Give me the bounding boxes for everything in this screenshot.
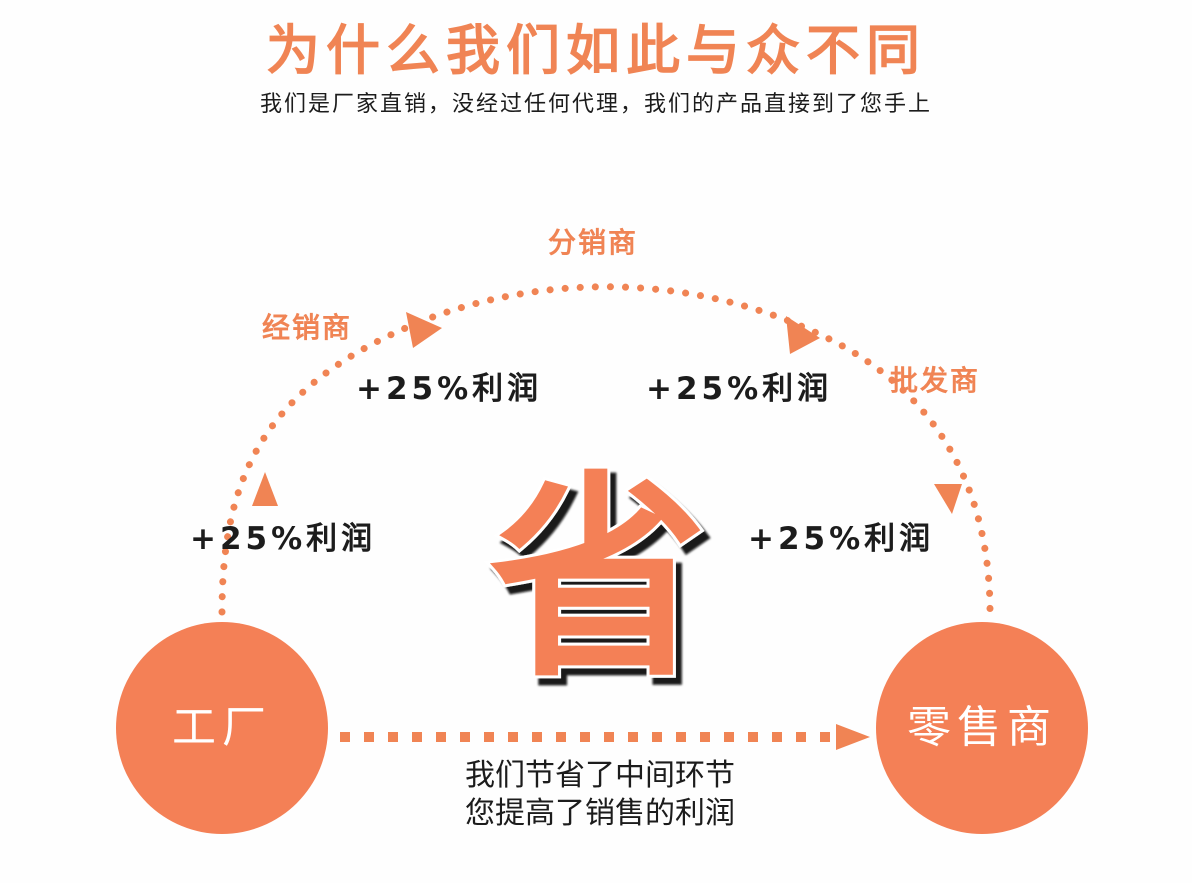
node-sub-distributor: 分销商 <box>548 226 639 259</box>
factory-circle <box>116 622 328 834</box>
profit-left-upper: +25%利润 <box>356 371 543 407</box>
arrow-down-right-icon <box>934 484 962 514</box>
arrow-to-distributor-icon <box>406 312 442 348</box>
bottom-arrow-icon <box>836 724 870 750</box>
page-subtitle: 我们是厂家直销，没经过任何代理，我们的产品直接到了您手上 <box>259 92 932 117</box>
node-distributor: 经销商 <box>262 311 353 344</box>
bottom-text-line2: 您提高了销售的利润 <box>465 796 735 831</box>
center-character: 省 <box>489 454 707 707</box>
dotted-arc <box>218 283 994 616</box>
retailer-circle <box>876 622 1088 834</box>
factory-label: 工厂 <box>172 702 272 753</box>
bottom-text-line1: 我们节省了中间环节 <box>465 758 735 793</box>
profit-right-lower: +25%利润 <box>748 521 935 557</box>
profit-right-upper: +25%利润 <box>646 371 833 407</box>
page-title: 为什么我们如此与众不同 <box>266 18 926 82</box>
retailer-label: 零售商 <box>907 702 1057 753</box>
arrow-to-wholesaler-icon <box>786 316 820 354</box>
node-wholesaler: 批发商 <box>890 364 981 397</box>
profit-left-lower: +25%利润 <box>190 521 377 557</box>
arrow-up-left-icon <box>252 472 278 506</box>
